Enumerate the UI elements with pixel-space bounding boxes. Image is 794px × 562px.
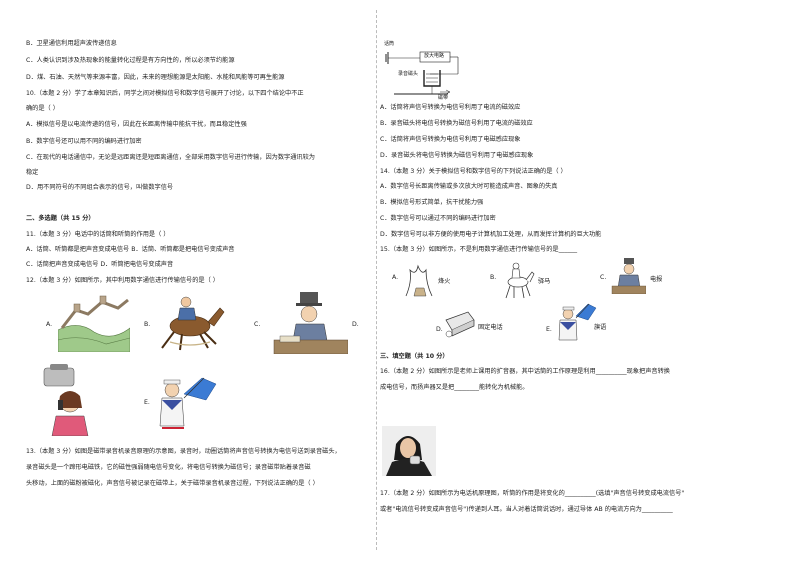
q14-option-a: A．数字信号长距离传输或多次放大时可能造成声音、图象的失真 xyxy=(380,183,558,190)
teacher-megaphone-photo xyxy=(382,426,436,476)
beacon-fire-image xyxy=(402,262,438,298)
q15-caption-c: 电报 xyxy=(650,276,663,283)
landline-phone-image xyxy=(442,308,476,338)
q10-option-c-line2: 稳定 xyxy=(26,169,39,176)
q12-label-e: E. xyxy=(144,399,150,406)
horse-rider-image xyxy=(150,288,230,354)
courier-horse-image xyxy=(500,260,536,300)
q10-option-b: B．数字信号还可以用不同的编码进行加密 xyxy=(26,138,142,145)
section-2-heading: 二、多选题（共 15 分） xyxy=(26,215,95,222)
q12-stem: 12.（本题 3 分）如图所示，其中利用数字通信进行传输信号的是（ ） xyxy=(26,277,219,284)
q15-caption-b: 驿马 xyxy=(538,278,551,285)
q12-label-b: B. xyxy=(144,321,151,328)
q15-label-d: D. xyxy=(436,326,443,333)
q13-stem-line1: 13.（本题 3 分）如图是磁带录音机录音原理的示意图，录音时，动圈话筒将声音信… xyxy=(26,448,341,455)
telegraph-operator-image xyxy=(266,292,348,354)
q13-option-c: C．话筒将声信号转换为电信号利用了电磁感应现象 xyxy=(380,136,521,143)
q13-option-b: B．录音磁头将电信号转换为磁信号利用了电流的磁效应 xyxy=(380,120,533,127)
q9-option-c: C．人类认识到涉及热现象的能量转化过程是有方向性的，所以必须节约能源 xyxy=(26,57,235,64)
q13-stem-line2: 录音磁头是一个蹄形电磁铁，它的磁性强弱随电信号变化，将电信号转换为磁信号；录音磁… xyxy=(26,464,311,471)
q15-label-a: A. xyxy=(392,274,399,281)
telegraph-image xyxy=(610,258,646,294)
q9-option-d: D．煤、石油、天然气等来源丰富，因此，未来的理想能源是太阳能、水能和风能等可再生… xyxy=(26,74,285,81)
q15-label-b: B. xyxy=(490,274,497,281)
q16-stem-line2: 成电信号，而扬声器又是把________能转化为机械能。 xyxy=(380,384,529,391)
q11-options-ab: A．话筒、听筒都是把声音变成电信号 B．话筒、听筒都是把电信号变成声音 xyxy=(26,246,235,253)
q11-options-cd: C．话筒把声音变成电信号 D．听筒把电信号变成声音 xyxy=(26,261,174,268)
tape-recorder-diagram xyxy=(384,40,464,100)
great-wall-image xyxy=(58,290,130,352)
telephone-woman-image xyxy=(40,360,96,436)
q14-option-b: B．模拟信号形式简单，抗干扰能力强 xyxy=(380,199,484,206)
q10-option-a: A．模拟信号是以电流传递的信号，因此在长距离传输中能抗干扰，而且稳定性强 xyxy=(26,121,247,128)
diagram-label-tape: 磁带 xyxy=(438,95,449,101)
q16-stem-line1: 16.（本题 2 分）如图所示是老师上课用的扩音器，其中话筒的工作原理是利用__… xyxy=(380,368,670,375)
q15-caption-d: 固定电话 xyxy=(478,324,503,331)
q12-label-a: A. xyxy=(46,321,53,328)
diagram-label-mic: 话筒 xyxy=(384,41,395,47)
q10-option-c-line1: C．在现代的电话通信中，无论是远距离还是短距离通信，全部采用数字信号进行传输，因… xyxy=(26,154,315,161)
q13-option-a: A．话筒将声信号转换为电信号利用了电流的磁效应 xyxy=(380,104,521,111)
q15-label-e: E. xyxy=(546,326,552,333)
q14-option-d: D．数字信号可以非方便的使用电子计算机加工处理，从而发挥计算机的巨大功能 xyxy=(380,231,602,238)
diagram-label-amp: 放大电路 xyxy=(424,53,445,59)
q12-label-d: D. xyxy=(352,321,359,328)
q10-option-d: D．用不同符号的不同组合表示的信号，叫做数字信号 xyxy=(26,184,174,191)
flag-signal-image xyxy=(554,300,598,344)
flag-signal-sailor-image xyxy=(150,370,224,436)
q15-stem: 15.（本题 3 分）如图所示，不是利用数字通信进行传输信号的是______ xyxy=(380,246,578,253)
q17-stem-line1: 17.（本题 2 分）如图所示为电话机原理图，听筒的作用是将变化的_______… xyxy=(380,490,685,497)
q10-stem-line1: 10.（本题 2 分）学了本章知识后，同学之间对模拟信号和数字信号展开了讨论，以… xyxy=(26,90,304,97)
column-divider xyxy=(376,10,377,550)
diagram-label-head: 录音磁头 xyxy=(398,71,419,77)
section-3-heading: 三、填空题（共 10 分） xyxy=(380,353,449,360)
q13-stem-line3: 头移动，上面的磁粉被磁化，声音信号被记录在磁带上，关于磁带录音机录音过程，下列说… xyxy=(26,480,319,487)
q13-option-d: D．录音磁头将电信号转换为磁信号利用了电磁感应现象 xyxy=(380,152,534,159)
q12-label-c: C. xyxy=(254,321,261,328)
q14-option-c: C．数字信号可以通过不同的编码进行加密 xyxy=(380,215,496,222)
q14-stem: 14.（本题 3 分）关于模拟信号和数字信号的下列说法正确的是（ ） xyxy=(380,168,567,175)
q9-option-b: B．卫星通信利用超声波传递信息 xyxy=(26,40,117,47)
q17-stem-line2: 或者"电流信号转变成声音信号")传递到人耳。当人对着话筒说话时，通过导体 AB … xyxy=(380,506,673,513)
q10-stem-line2: 确的是（ ） xyxy=(26,105,59,112)
q11-stem: 11.（本题 3 分）电话中的话筒和听筒的作用是（ ） xyxy=(26,231,170,238)
q15-label-c: C. xyxy=(600,274,607,281)
q15-caption-e: 旗语 xyxy=(594,324,607,331)
q15-caption-a: 烽火 xyxy=(438,278,451,285)
